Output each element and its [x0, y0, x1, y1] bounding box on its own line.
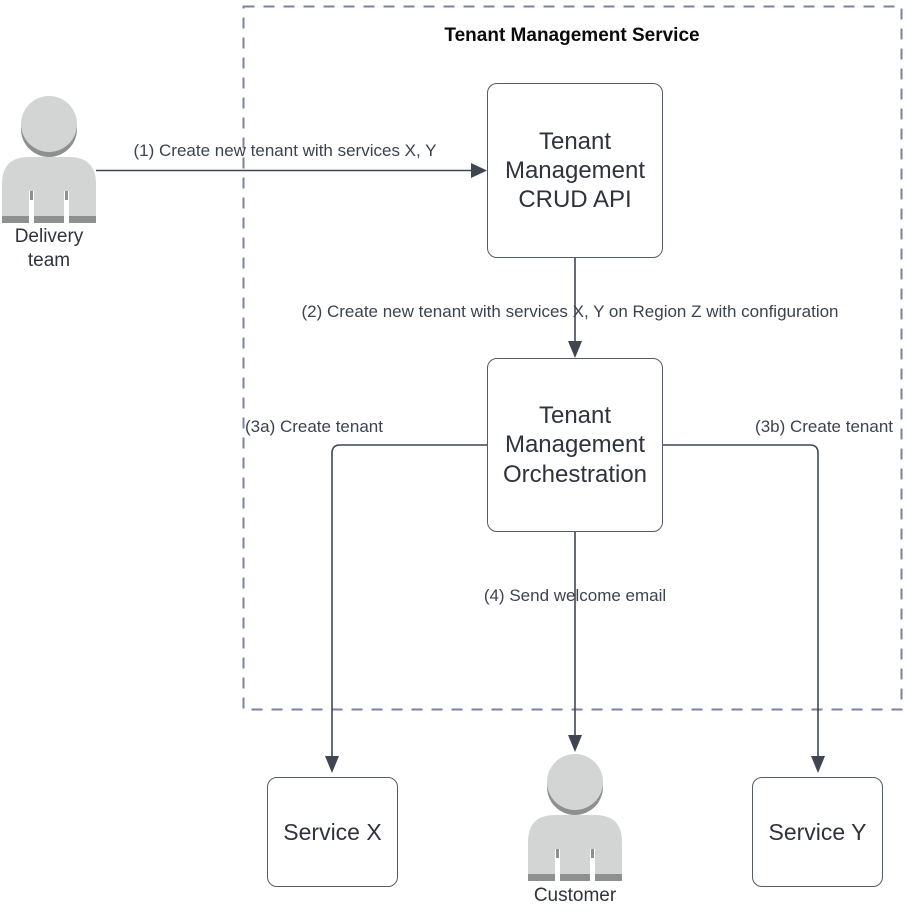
arrowhead-right-icon — [471, 163, 487, 178]
edge-label-step2: (2) Create new tenant with services X, Y… — [301, 302, 839, 321]
actor-delivery-team — [2, 96, 96, 223]
edge-step3b — [663, 444, 825, 773]
actor-customer-label: Customer — [533, 885, 617, 906]
actor-customer — [528, 754, 622, 881]
edge-label-step3b: (3b) Create tenant — [755, 417, 893, 436]
person-icon — [528, 754, 622, 881]
arrowhead-down-icon — [325, 756, 339, 773]
arrowhead-down-icon — [568, 735, 582, 752]
actor-delivery-team-label: Delivery team — [14, 226, 84, 271]
node-crud-api: Tenant Management CRUD API — [487, 83, 663, 258]
edge-step3a — [325, 444, 487, 773]
edge-label-step4: (4) Send welcome email — [483, 586, 667, 605]
arrowhead-down-icon — [811, 756, 825, 773]
tenant-management-service-boundary — [242, 5, 903, 711]
edge-step3a-line — [331, 444, 487, 757]
edge-label-step1: (1) Create new tenant with services X, Y — [133, 141, 437, 160]
arrowhead-down-icon — [568, 341, 582, 358]
node-service-y: Service Y — [752, 777, 883, 887]
node-orchestration: Tenant Management Orchestration — [487, 358, 663, 532]
edge-label-step3a: (3a) Create tenant — [245, 417, 383, 436]
edge-step4 — [568, 532, 582, 752]
edge-step1 — [96, 163, 487, 178]
node-service-x: Service X — [267, 777, 398, 887]
edge-step3b-line — [663, 444, 819, 757]
person-icon — [2, 96, 96, 223]
container-title: Tenant Management Service — [444, 25, 700, 46]
edge-step2 — [568, 258, 582, 358]
